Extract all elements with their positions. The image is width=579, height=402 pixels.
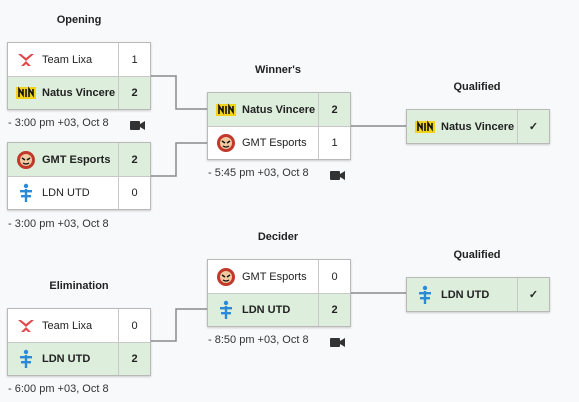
match-qualified-bottom[interactable]: LDN UTD ✓	[406, 277, 550, 312]
match-decider[interactable]: GMT Esports 0 LDN UTD 2	[207, 259, 351, 327]
team-row[interactable]: GMT Esports 1	[208, 126, 350, 159]
team-name: Natus Vincere	[441, 120, 515, 133]
team-row-qualified[interactable]: LDN UTD ✓	[407, 278, 549, 311]
navi-logo-icon	[415, 117, 435, 137]
team-row[interactable]: Team Lixa 1	[8, 43, 150, 76]
match-time: - 3:00 pm +03, Oct 8	[8, 218, 109, 230]
team-score: 0	[118, 177, 150, 209]
team-row-winner[interactable]: Natus Vincere 2	[8, 76, 150, 109]
team-name: LDN UTD	[242, 304, 291, 316]
team-name: Natus Vincere	[42, 87, 116, 99]
stage-title-winners: Winner's	[255, 64, 301, 76]
match-time: - 3:00 pm +03, Oct 8	[8, 117, 109, 129]
team-lixa-logo-icon	[16, 50, 36, 70]
team-row[interactable]: GMT Esports 0	[208, 260, 350, 293]
team-row[interactable]: LDN UTD 0	[8, 176, 150, 209]
match-time-text: 6:00 pm +03, Oct 8	[14, 383, 109, 395]
video-camera-icon[interactable]	[330, 168, 345, 186]
check-icon: ✓	[517, 110, 549, 143]
team-name: Team Lixa	[42, 319, 93, 332]
team-score: 2	[118, 143, 150, 176]
match-time: - 5:45 pm +03, Oct 8	[208, 167, 309, 179]
match-time: - 6:00 pm +03, Oct 8	[8, 383, 109, 395]
team-name: LDN UTD	[441, 288, 490, 301]
team-row-winner[interactable]: LDN UTD 2	[208, 293, 350, 326]
gmt-logo-icon	[16, 150, 36, 170]
stage-title-opening: Opening	[56, 14, 102, 26]
match-time-text: 8:50 pm +03, Oct 8	[214, 334, 309, 346]
match-elimination[interactable]: Team Lixa 0 LDN UTD 2	[7, 308, 151, 376]
video-camera-icon[interactable]	[330, 335, 345, 353]
ldn-logo-icon	[216, 300, 236, 320]
match-opening-1[interactable]: Team Lixa 1 Natus Vincere 2	[7, 42, 151, 110]
team-score: 2	[318, 93, 350, 126]
team-score: 1	[118, 43, 150, 76]
team-score: 0	[318, 260, 350, 293]
stage-title-elimination: Elimination	[49, 280, 109, 292]
team-name: GMT Esports	[242, 137, 307, 149]
stage-title-qualified-top: Qualified	[453, 81, 501, 93]
team-name: GMT Esports	[42, 153, 111, 166]
match-time-text: 3:00 pm +03, Oct 8	[14, 218, 109, 230]
team-name: LDN UTD	[42, 187, 90, 199]
ldn-logo-icon	[16, 183, 36, 203]
team-row-winner[interactable]: Natus Vincere 2	[208, 93, 350, 126]
team-name: GMT Esports	[242, 270, 307, 283]
navi-logo-icon	[216, 100, 236, 120]
team-score: 1	[318, 127, 350, 159]
match-opening-2[interactable]: GMT Esports 2 LDN UTD 0	[7, 142, 151, 210]
team-score: 2	[118, 77, 150, 109]
team-row-winner[interactable]: LDN UTD 2	[8, 342, 150, 375]
match-qualified-top[interactable]: Natus Vincere ✓	[406, 109, 550, 144]
stage-title-decider: Decider	[257, 231, 299, 243]
team-row-winner[interactable]: GMT Esports 2	[8, 143, 150, 176]
team-lixa-logo-icon	[16, 316, 36, 336]
team-score: 2	[318, 294, 350, 326]
navi-logo-icon	[16, 83, 36, 103]
gmt-logo-icon	[216, 267, 236, 287]
check-icon: ✓	[517, 278, 549, 311]
gmt-logo-icon	[216, 133, 236, 153]
video-camera-icon[interactable]	[130, 118, 145, 136]
team-name: LDN UTD	[42, 353, 91, 365]
match-time-text: 3:00 pm +03, Oct 8	[14, 117, 109, 129]
ldn-logo-icon	[415, 285, 435, 305]
match-time-text: 5:45 pm +03, Oct 8	[214, 167, 309, 179]
team-score: 0	[118, 309, 150, 342]
team-name: Team Lixa	[42, 53, 93, 66]
match-winners[interactable]: Natus Vincere 2 GMT Esports 1	[207, 92, 351, 160]
match-time: - 8:50 pm +03, Oct 8	[208, 334, 309, 346]
team-row-qualified[interactable]: Natus Vincere ✓	[407, 110, 549, 143]
stage-title-qualified-bottom: Qualified	[453, 249, 501, 261]
team-row[interactable]: Team Lixa 0	[8, 309, 150, 342]
ldn-logo-icon	[16, 349, 36, 369]
team-score: 2	[118, 343, 150, 375]
team-name: Natus Vincere	[242, 103, 316, 116]
